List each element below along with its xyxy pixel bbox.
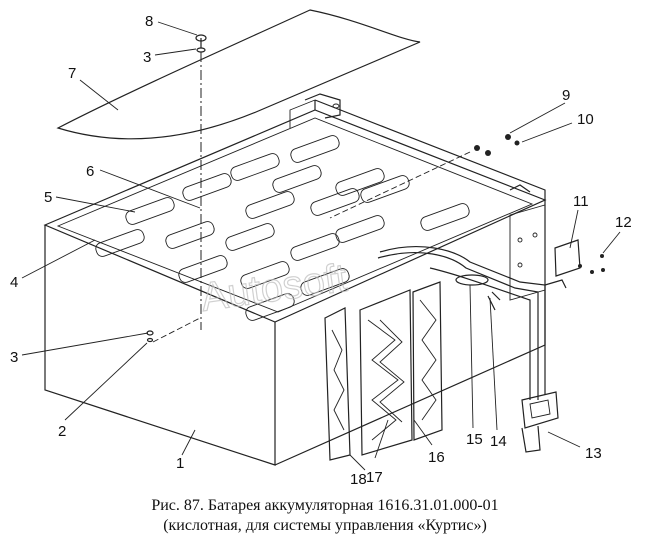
- figure-caption-line1: Рис. 87. Батарея аккумуляторная 1616.31.…: [151, 497, 499, 514]
- callout-16: 16: [428, 449, 445, 466]
- top-bolt: [195, 34, 207, 53]
- callout-4: 4: [10, 274, 18, 291]
- callout-18: 18: [350, 471, 367, 488]
- cell-connectors: [95, 135, 470, 321]
- callout-9: 9: [562, 87, 570, 104]
- dash-line-bolts: [329, 151, 471, 219]
- cutaway-cells: [324, 281, 443, 461]
- callout-8: 8: [145, 13, 153, 30]
- callout-15: 15: [466, 431, 483, 448]
- callout-12: 12: [615, 214, 632, 231]
- callout-11: 11: [573, 193, 589, 210]
- side-bolts: [474, 134, 520, 156]
- callout-10: 10: [577, 111, 594, 128]
- mounting-bracket: [544, 239, 605, 289]
- callout-13: 13: [585, 445, 602, 462]
- dash-line-bottom: [152, 317, 201, 343]
- plug-connector: [521, 391, 559, 453]
- leader-lines: [21, 21, 621, 471]
- figure-caption-line2: (кислотная, для системы управления «Курт…: [163, 517, 487, 534]
- callout-14: 14: [490, 433, 507, 450]
- callout-3-bottom: 3: [10, 349, 18, 366]
- callout-6: 6: [86, 163, 94, 180]
- callout-2: 2: [58, 423, 66, 440]
- callout-7: 7: [68, 65, 76, 82]
- callout-5: 5: [44, 189, 52, 206]
- power-cable: [377, 246, 546, 400]
- callout-17: 17: [366, 469, 383, 486]
- cover-plate: [56, 9, 423, 140]
- callout-1: 1: [176, 455, 184, 472]
- callout-3-top: 3: [143, 49, 151, 66]
